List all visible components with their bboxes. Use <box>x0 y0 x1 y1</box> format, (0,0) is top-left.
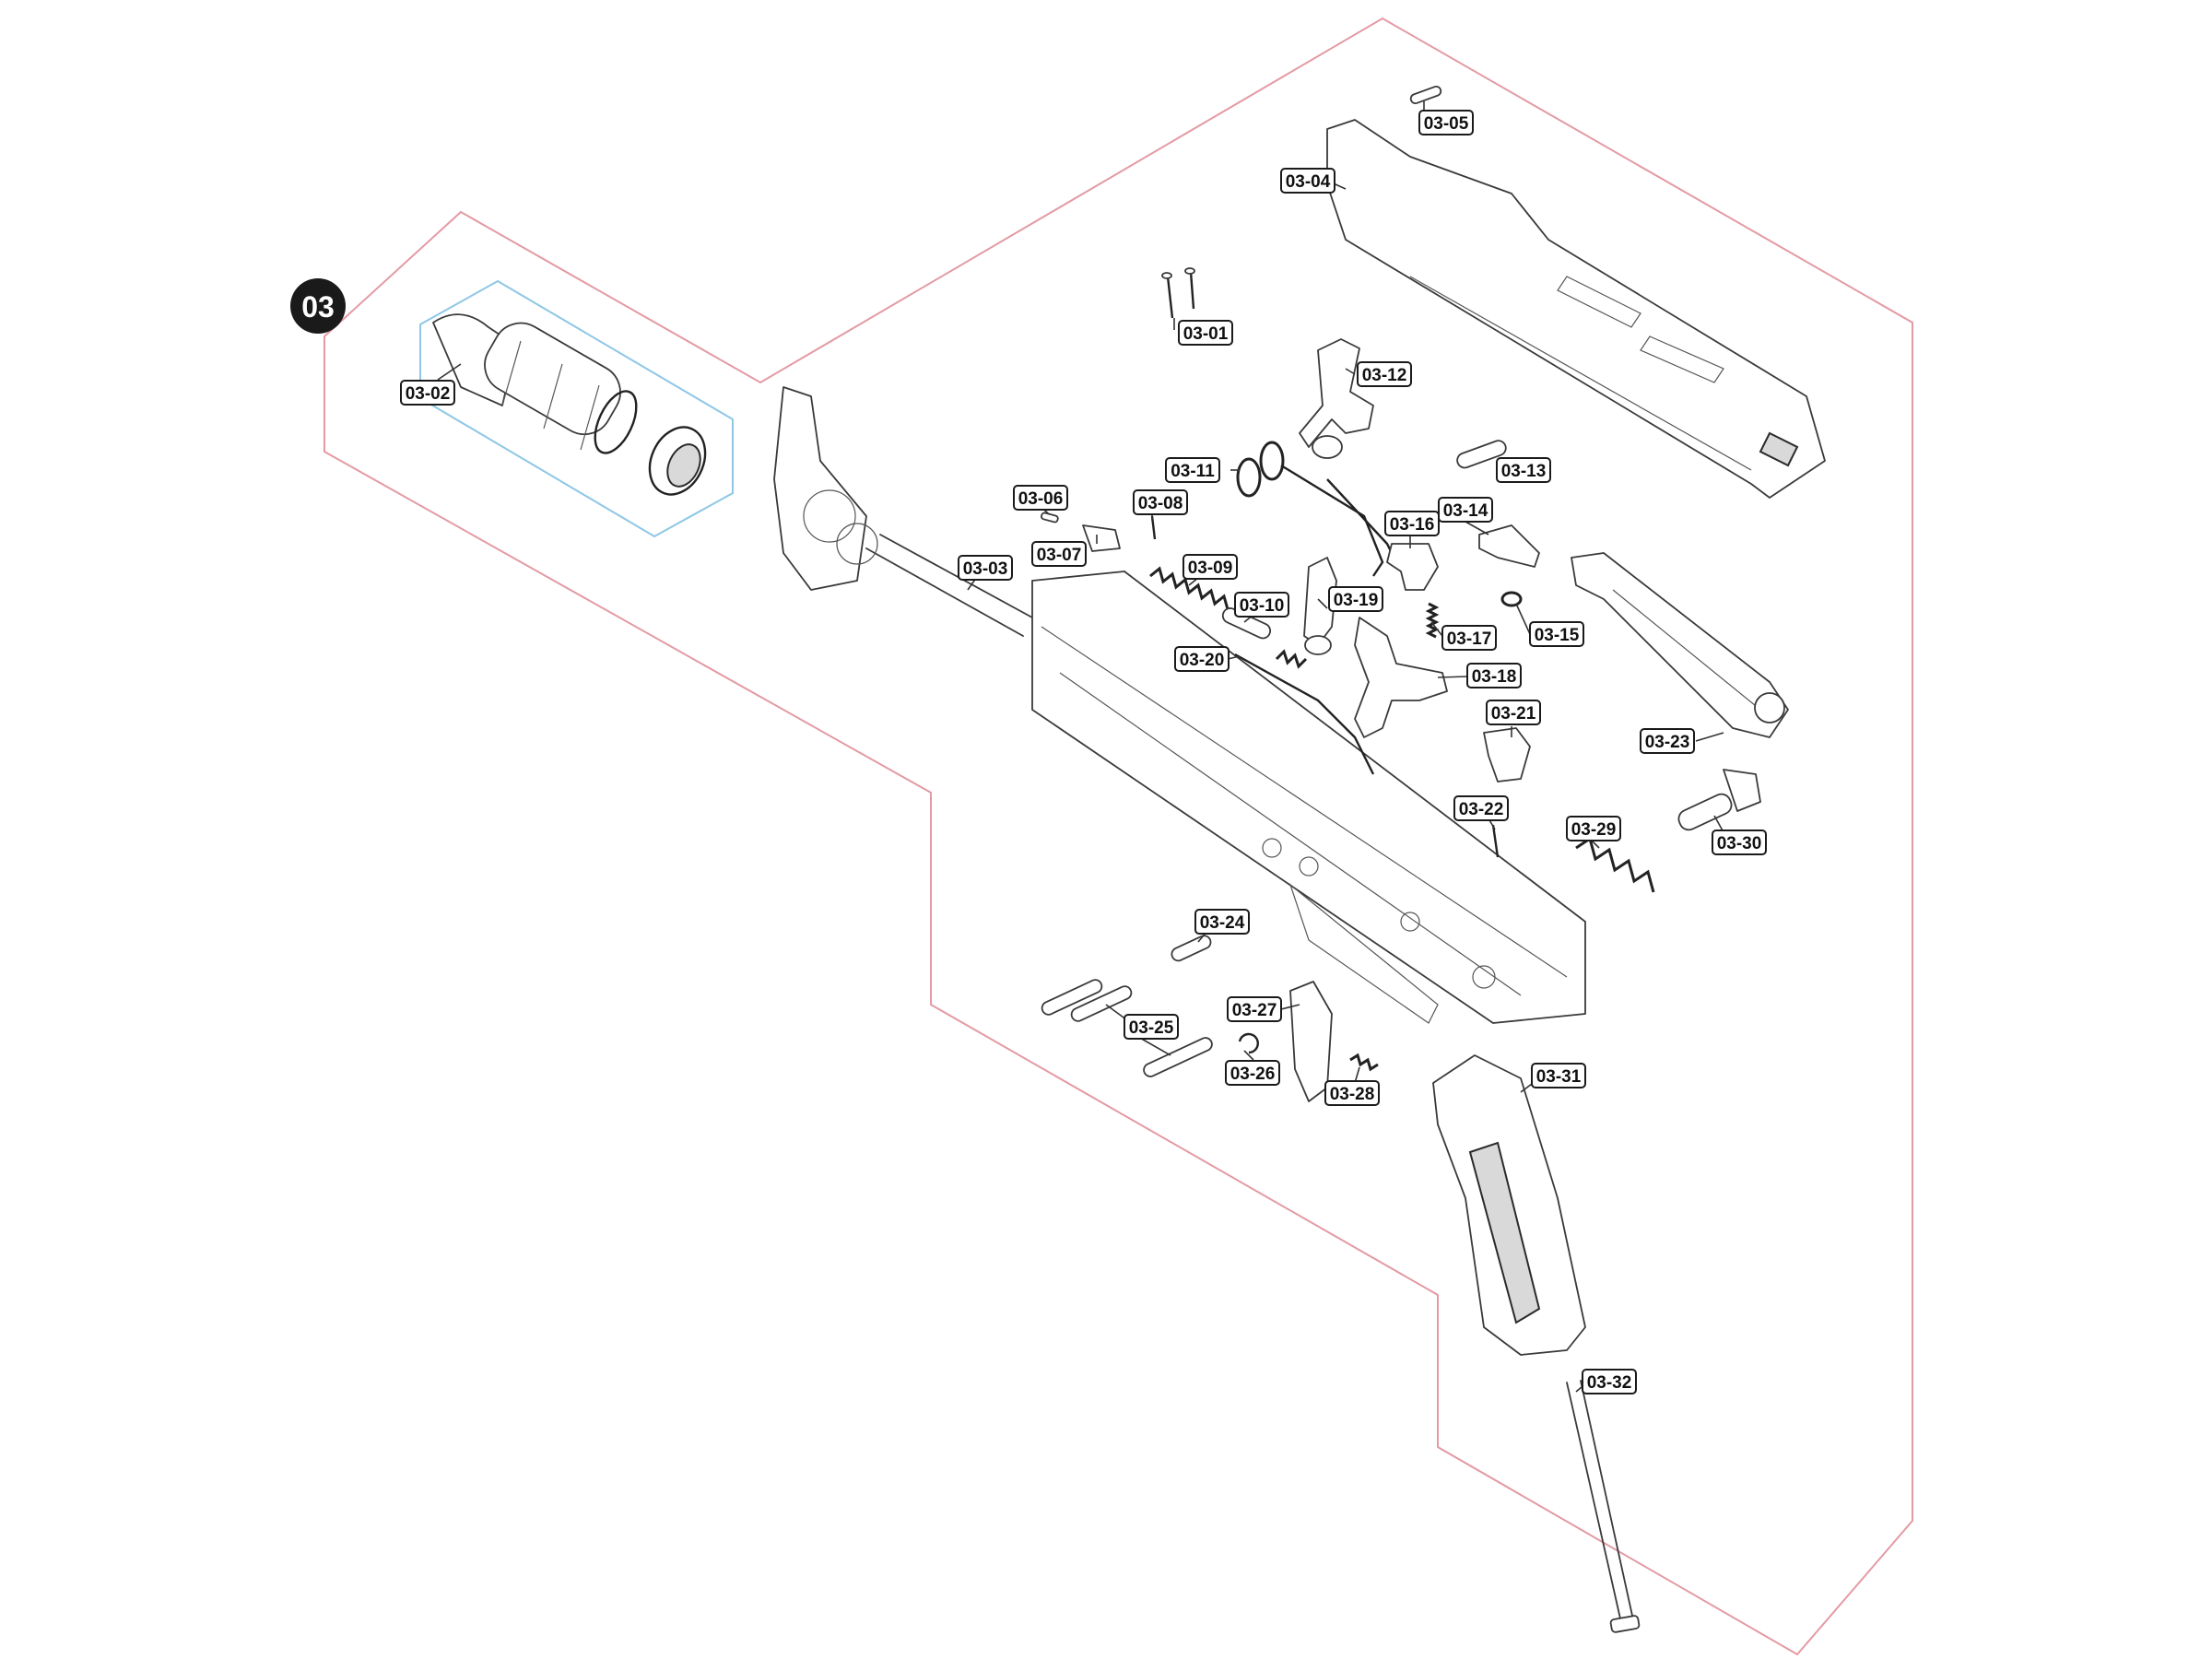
part-03-21-block <box>1483 727 1531 782</box>
svg-text:03-09: 03-09 <box>1188 559 1233 578</box>
svg-text:03-20: 03-20 <box>1180 651 1225 670</box>
svg-text:03-01: 03-01 <box>1183 324 1229 344</box>
part-03-29-spring <box>1575 836 1655 893</box>
part-03-04-top-cover <box>1326 119 1826 499</box>
part-label-03-22: 03-22 <box>1453 795 1509 821</box>
svg-text:03-05: 03-05 <box>1424 114 1469 134</box>
muzzle-subgroup-outline <box>419 279 734 538</box>
part-label-03-17: 03-17 <box>1441 625 1497 651</box>
svg-text:03-32: 03-32 <box>1587 1373 1632 1393</box>
svg-text:03-10: 03-10 <box>1240 596 1285 616</box>
part-label-03-07: 03-07 <box>1031 541 1087 567</box>
part-03-32-grip-screw <box>1566 1380 1641 1633</box>
part-03-01-screws <box>1161 267 1195 319</box>
svg-text:03-06: 03-06 <box>1018 489 1064 509</box>
part-03-23-bolt-carrier <box>1571 552 1789 738</box>
part-label-03-06: 03-06 <box>1013 485 1068 511</box>
part-label-03-12: 03-12 <box>1357 361 1412 387</box>
part-label-03-13: 03-13 <box>1496 457 1551 483</box>
part-03-07-block <box>1082 524 1121 552</box>
part-03-13-pin <box>1456 440 1507 469</box>
svg-text:03-26: 03-26 <box>1230 1065 1276 1084</box>
part-label-03-09: 03-09 <box>1182 554 1238 580</box>
svg-text:03-29: 03-29 <box>1571 820 1617 840</box>
svg-text:03-16: 03-16 <box>1390 515 1435 535</box>
part-03-30-guide <box>1677 769 1761 831</box>
part-03-06-small-pin <box>1041 512 1059 524</box>
part-03-02-muzzle-device <box>432 313 707 496</box>
part-03-14-lever <box>1478 524 1540 568</box>
svg-text:03-25: 03-25 <box>1129 1018 1174 1038</box>
part-03-25-pins <box>1041 979 1213 1077</box>
part-03-16-sear <box>1386 543 1439 591</box>
svg-text:03-15: 03-15 <box>1535 626 1580 645</box>
part-label-03-10: 03-10 <box>1234 592 1289 618</box>
section-outline <box>324 17 1913 1656</box>
part-03-15-spring-clip <box>1500 591 1523 607</box>
part-label-03-03: 03-03 <box>958 555 1013 581</box>
svg-text:03-31: 03-31 <box>1536 1067 1582 1087</box>
svg-text:03-27: 03-27 <box>1232 1001 1277 1020</box>
part-label-03-19: 03-19 <box>1328 586 1383 612</box>
part-label-03-25: 03-25 <box>1124 1014 1179 1040</box>
part-label-03-14: 03-14 <box>1438 497 1493 523</box>
part-label-03-11: 03-11 <box>1165 457 1220 483</box>
part-03-18-trigger <box>1354 617 1448 738</box>
part-label-03-02: 03-02 <box>400 380 455 406</box>
part-label-03-05: 03-05 <box>1418 110 1474 135</box>
svg-text:03-22: 03-22 <box>1459 800 1504 819</box>
part-label-03-26: 03-26 <box>1225 1060 1280 1086</box>
part-03-03-barrel-receiver <box>773 386 1586 1024</box>
svg-text:03-13: 03-13 <box>1501 462 1547 481</box>
part-label-03-23: 03-23 <box>1640 728 1695 754</box>
svg-text:03-19: 03-19 <box>1334 591 1379 610</box>
svg-text:03-08: 03-08 <box>1138 494 1183 513</box>
part-03-09-spring <box>1149 566 1230 610</box>
part-label-03-28: 03-28 <box>1324 1080 1380 1106</box>
part-03-22-pin <box>1491 824 1500 858</box>
svg-text:03-03: 03-03 <box>963 559 1008 579</box>
part-03-31-pistol-grip <box>1432 1054 1586 1356</box>
svg-text:03-04: 03-04 <box>1286 172 1331 192</box>
svg-text:03-14: 03-14 <box>1443 501 1488 521</box>
svg-text:03-21: 03-21 <box>1491 704 1536 724</box>
part-03-17-spring <box>1425 602 1440 639</box>
svg-text:03-17: 03-17 <box>1447 629 1492 649</box>
part-label-03-30: 03-30 <box>1712 830 1767 855</box>
part-label-03-16: 03-16 <box>1384 511 1440 536</box>
svg-text:03-07: 03-07 <box>1037 546 1082 565</box>
part-label-03-27: 03-27 <box>1227 996 1282 1022</box>
section-badge-label: 03 <box>301 290 335 324</box>
svg-text:03-30: 03-30 <box>1717 834 1762 853</box>
part-label-03-21: 03-21 <box>1486 700 1541 725</box>
part-03-11-torsion-spring <box>1236 441 1394 577</box>
part-label-03-31: 03-31 <box>1531 1063 1586 1088</box>
part-label-03-29: 03-29 <box>1566 816 1621 841</box>
part-label-03-04: 03-04 <box>1280 168 1335 194</box>
part-03-28-spring <box>1349 1053 1379 1072</box>
part-label-03-32: 03-32 <box>1582 1369 1637 1394</box>
part-03-20-spring <box>1234 649 1375 775</box>
svg-text:03-24: 03-24 <box>1200 913 1245 933</box>
svg-text:03-02: 03-02 <box>406 384 451 404</box>
part-labels: 03-01 03-02 03-03 03-04 03-05 03-06 03-0… <box>400 110 1767 1394</box>
svg-text:03-11: 03-11 <box>1171 462 1215 481</box>
part-03-12-hammer <box>1299 338 1374 459</box>
part-03-24-pin <box>1171 935 1212 962</box>
part-label-03-18: 03-18 <box>1466 663 1522 688</box>
section-badge: 03 <box>290 278 346 334</box>
svg-text:03-23: 03-23 <box>1645 733 1690 752</box>
svg-text:03-18: 03-18 <box>1472 667 1517 687</box>
part-label-03-15: 03-15 <box>1529 621 1584 647</box>
svg-text:03-28: 03-28 <box>1330 1085 1375 1104</box>
part-label-03-01: 03-01 <box>1178 320 1233 346</box>
part-03-05-pin <box>1409 85 1442 105</box>
svg-text:03-12: 03-12 <box>1362 366 1407 385</box>
part-label-03-08: 03-08 <box>1133 489 1188 515</box>
part-03-26-clip <box>1238 1032 1259 1054</box>
part-label-03-24: 03-24 <box>1194 909 1250 935</box>
part-label-03-20: 03-20 <box>1174 646 1230 672</box>
